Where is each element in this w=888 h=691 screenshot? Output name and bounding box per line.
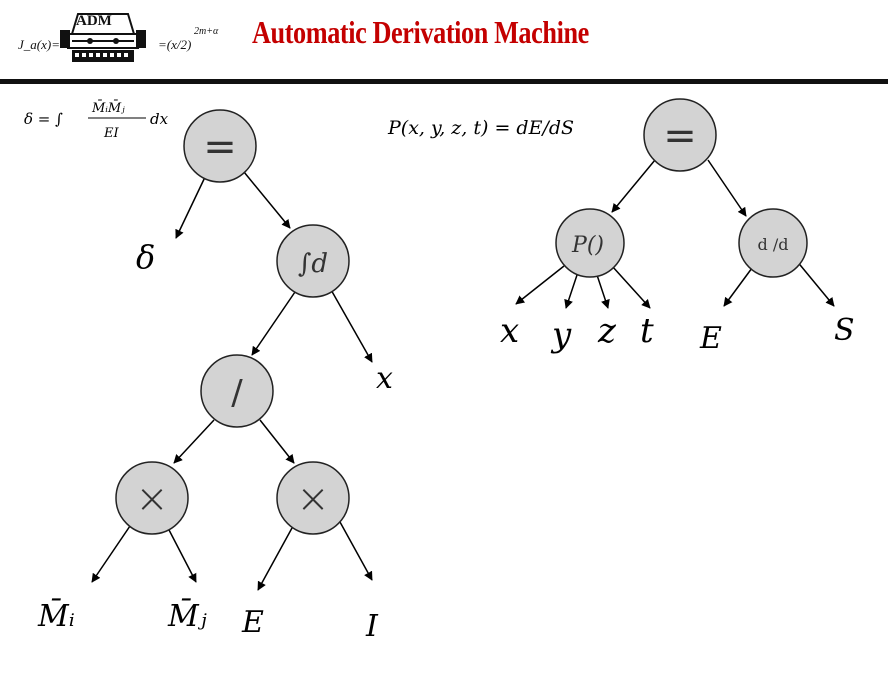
logo-text: ADM — [76, 13, 112, 29]
edge-multright-I — [339, 521, 373, 581]
edge-r-function-y — [564, 271, 579, 309]
node-mult-right-label: × — [296, 476, 330, 522]
header-divider — [0, 79, 888, 84]
right-leaves: x y z t E S — [500, 311, 855, 356]
edge-divide-multleft — [173, 419, 215, 464]
leaf-Mj: M̄ⱼ — [167, 598, 207, 634]
edge-multright-E — [257, 527, 293, 591]
edge-root-delta — [175, 174, 207, 239]
node-r-root-equals — [643, 98, 717, 172]
leaf-r-y: y — [550, 315, 572, 355]
page-title: Automatic Derivation Machine — [252, 14, 589, 50]
right-equation: P(x, y, z, t) = dE/dS — [387, 117, 574, 139]
edge-r-derivative-E — [723, 267, 753, 307]
node-r-function-label: P() — [571, 233, 604, 258]
leaf-x: x — [376, 361, 393, 396]
right-node-labels: = P() d /d — [571, 113, 788, 258]
left-equation-denominator: EI — [103, 126, 119, 141]
edge-integral-x — [329, 287, 373, 363]
node-r-derivative — [738, 208, 808, 278]
left-node-labels: = ∫d / × × — [135, 124, 330, 522]
edge-r-function-x — [515, 265, 565, 305]
node-integral — [276, 224, 350, 298]
leaf-r-t: t — [640, 311, 654, 351]
node-r-function — [555, 208, 625, 278]
edge-r-derivative-S — [795, 259, 835, 307]
node-r-root-label: = — [663, 113, 697, 159]
left-equation-lhs: δ = ∫ — [24, 110, 63, 128]
left-edges — [91, 171, 373, 591]
typewriter-icon — [60, 13, 146, 62]
node-r-derivative-label: d /d — [758, 235, 789, 254]
edge-r-function-z — [595, 271, 610, 309]
node-integral-label: ∫d — [298, 249, 328, 279]
left-equation-numerator: M̄ᵢM̄ⱼ — [91, 100, 125, 116]
node-divide — [200, 354, 274, 428]
node-mult-right — [276, 461, 350, 535]
header: J_a(x)= ADM =(x/2) 2m+α Automatic Deriva… — [0, 0, 888, 84]
edge-r-function-t — [611, 265, 651, 309]
edge-r-root-function — [611, 159, 656, 213]
adm-logo: J_a(x)= ADM =(x/2) 2m+α — [18, 12, 218, 72]
node-mult-left — [115, 461, 189, 535]
leaf-r-z: z — [597, 311, 617, 351]
left-leaves: δ x M̄ᵢ M̄ⱼ E I — [37, 238, 393, 644]
node-root-equals — [183, 109, 257, 183]
node-root-label: = — [203, 124, 237, 170]
leaf-I: I — [365, 609, 379, 644]
edge-multleft-Mj — [167, 527, 197, 583]
leaf-Mi: M̄ᵢ — [37, 598, 75, 634]
leaf-E: E — [241, 605, 264, 640]
logo-formula-rhs: =(x/2) — [158, 37, 192, 52]
logo-formula-exponent: 2m+α — [194, 26, 219, 37]
edge-integral-divide — [251, 291, 296, 356]
leaf-r-E: E — [699, 321, 722, 356]
leaf-r-x: x — [500, 311, 519, 351]
node-divide-label: / — [231, 373, 243, 413]
logo-formula-lhs: J_a(x)= — [18, 37, 60, 52]
right-nodes — [555, 98, 808, 278]
edge-root-integral — [243, 171, 291, 229]
edge-divide-multright — [259, 419, 295, 464]
left-nodes — [115, 109, 350, 535]
edge-multleft-Mi — [91, 525, 131, 583]
left-equation-tail: dx — [150, 110, 169, 128]
edge-r-root-derivative — [707, 159, 747, 217]
leaf-r-S: S — [834, 313, 855, 348]
left-equation: δ = ∫ M̄ᵢM̄ⱼ EI dx — [24, 100, 169, 141]
node-mult-left-label: × — [135, 476, 169, 522]
leaf-delta: δ — [136, 238, 155, 276]
right-edges — [515, 159, 835, 309]
